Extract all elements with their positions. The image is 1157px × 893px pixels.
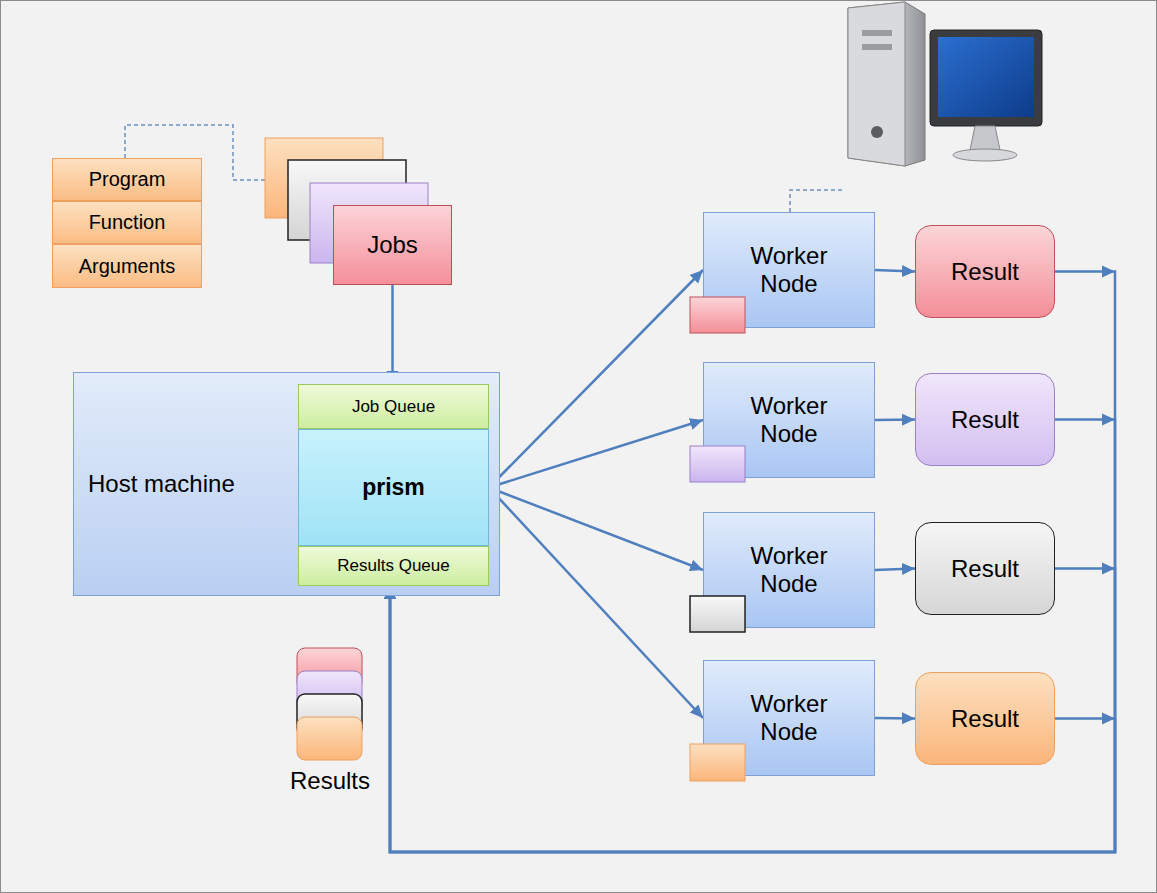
result-box: Result xyxy=(915,522,1055,615)
worker-node: Worker Node xyxy=(703,212,875,328)
node-text: Result xyxy=(951,555,1019,583)
node-text: Result xyxy=(951,258,1019,286)
node-text: Arguments xyxy=(79,255,176,278)
host-machine: Host machine Job Queue prismResults Queue xyxy=(73,372,500,596)
connector xyxy=(875,270,915,272)
function-box: Function xyxy=(52,201,202,244)
node-text: Function xyxy=(89,211,166,234)
worker-node: Worker Node xyxy=(703,362,875,478)
job-tag xyxy=(690,297,745,333)
node-text: Result xyxy=(951,705,1019,733)
node-text: Jobs xyxy=(367,231,418,259)
result-card xyxy=(297,717,362,760)
node-text: Worker Node xyxy=(739,242,839,297)
connector xyxy=(489,420,703,488)
node-text: Host machine xyxy=(88,470,235,498)
worker-node: Worker Node xyxy=(703,512,875,628)
job-tag xyxy=(690,596,745,632)
connector xyxy=(391,285,394,384)
node-text: Worker Node xyxy=(739,392,839,447)
computer-icon xyxy=(848,2,1042,166)
node-text: Worker Node xyxy=(739,542,839,597)
node-text: Results Queue xyxy=(337,556,449,576)
node-text: Result xyxy=(951,406,1019,434)
jobs-card: Jobs xyxy=(333,205,452,285)
job-tag xyxy=(690,446,745,482)
arguments-box: Arguments xyxy=(52,244,202,288)
connector xyxy=(489,488,703,719)
node-text: prism xyxy=(362,474,425,500)
node-text: Worker Node xyxy=(739,690,839,745)
result-box: Result xyxy=(915,672,1055,765)
program-box: Program xyxy=(52,158,202,201)
job-queue: Job Queue xyxy=(298,384,489,429)
connector xyxy=(489,270,703,488)
worker-node: Worker Node xyxy=(703,660,875,776)
connector xyxy=(875,717,915,720)
connector xyxy=(875,569,915,571)
prism-box: prism xyxy=(298,429,489,546)
job-tag xyxy=(690,744,745,781)
result-box: Result xyxy=(915,225,1055,318)
results-queue: Results Queue xyxy=(298,546,489,586)
connector xyxy=(875,418,915,421)
node-text: Job Queue xyxy=(352,397,435,417)
result-box: Result xyxy=(915,373,1055,466)
node-text: Program xyxy=(89,168,166,191)
dashed-link xyxy=(790,190,845,212)
label: Results xyxy=(270,767,390,795)
connector xyxy=(489,488,703,571)
